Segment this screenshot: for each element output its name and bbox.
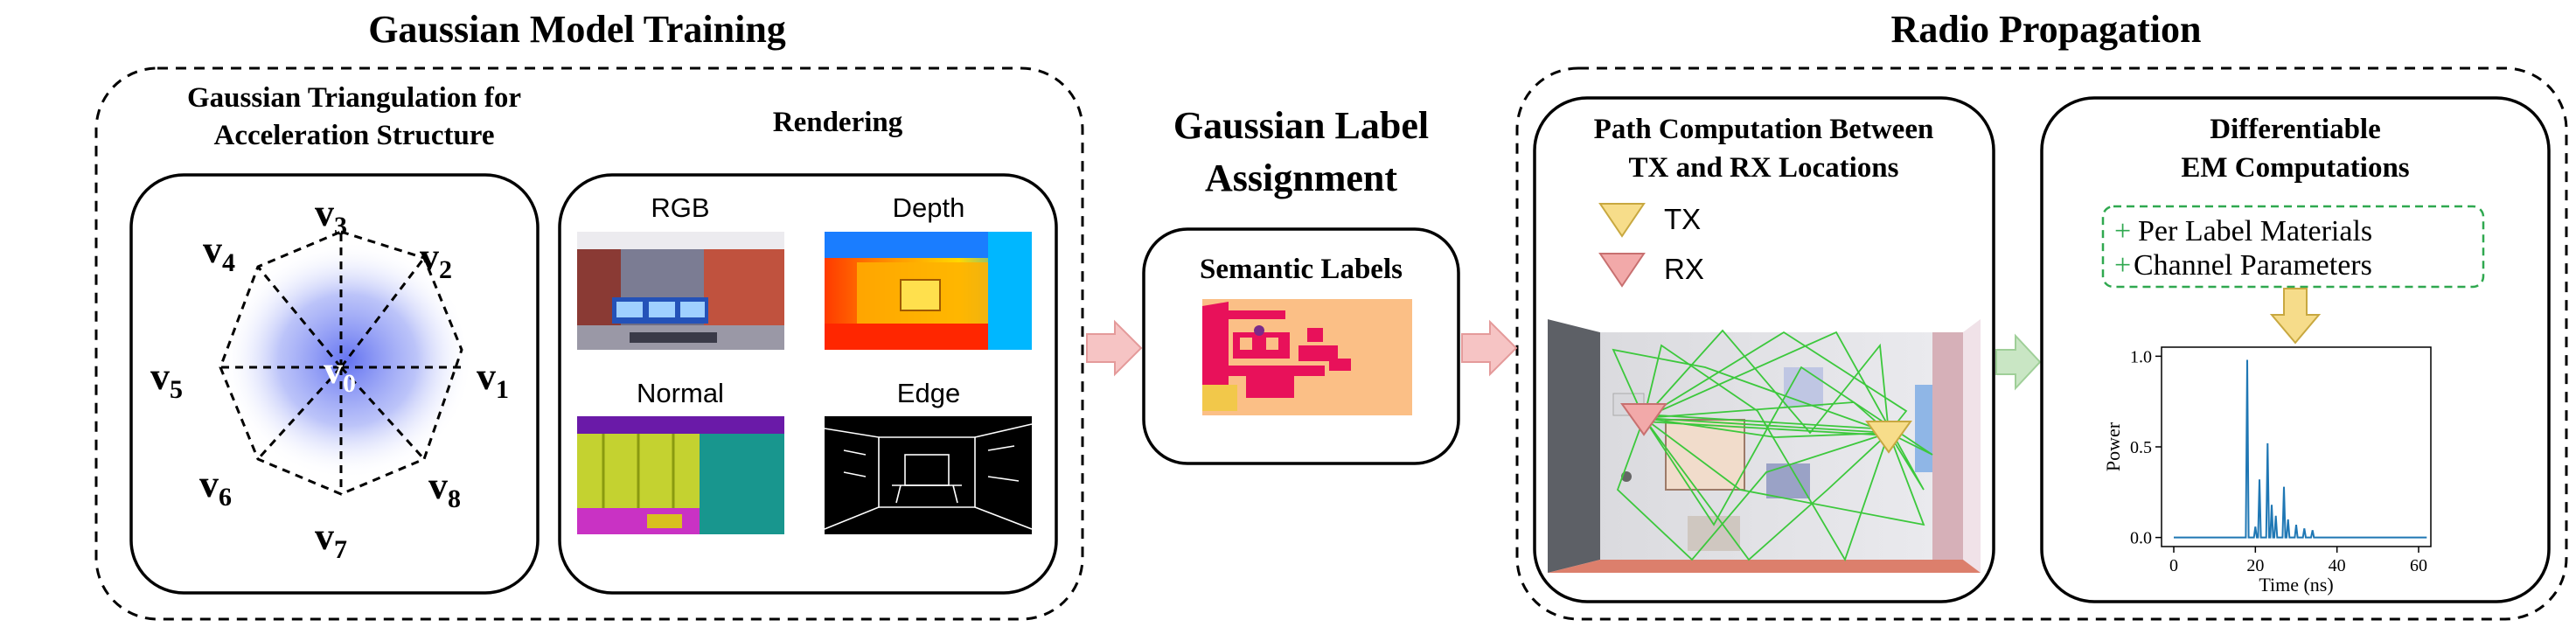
depth-image — [825, 232, 1032, 350]
x-tick-label: 20 — [2246, 556, 2264, 575]
plus-icon-2: + — [2114, 249, 2131, 282]
y-tick-label: 0.5 — [2130, 438, 2152, 457]
chart-ylabel: Power — [2102, 421, 2124, 471]
power-delay-chart: 0 20 40 60 0.0 0.5 1.0 Time (ns) Power — [2102, 346, 2432, 596]
y-tick-label: 0.0 — [2130, 529, 2152, 548]
triangulation-title-line2: Acceleration Structure — [213, 120, 494, 151]
vertex-v6: v6 — [199, 463, 232, 512]
power-series-line — [2174, 359, 2427, 539]
arrow-to-em — [1995, 333, 2042, 391]
rx-marker-scene — [1620, 403, 1667, 436]
gaussian-octagon — [219, 230, 473, 496]
tx-marker-scene — [1865, 421, 1912, 454]
em-inputs-box — [2101, 205, 2485, 289]
propagation-paths — [1612, 329, 1933, 562]
plus-icon-1: + — [2114, 215, 2131, 247]
semantic-labels-title: Semantic Labels — [1200, 254, 1403, 285]
training-title: Gaussian Model Training — [368, 8, 786, 51]
rx-legend-marker — [1598, 253, 1646, 288]
em-item-materials: Per Label Materials — [2138, 215, 2372, 247]
vertex-v1: v1 — [477, 355, 509, 404]
tx-legend-label: TX — [1664, 203, 1701, 235]
x-tick-label: 0 — [2169, 556, 2178, 575]
label-assignment-title-line1: Gaussian Label — [1173, 104, 1429, 147]
triangulation-edges — [219, 230, 463, 496]
panel-label-rgb: RGB — [651, 192, 709, 223]
em-title-line1: Differentiable — [2210, 114, 2381, 145]
vertex-v8: v8 — [428, 464, 461, 513]
x-tick-label: 40 — [2329, 556, 2346, 575]
rendering-title: Rendering — [773, 107, 903, 138]
propagation-title: Radio Propagation — [1891, 8, 2202, 51]
chart-xlabel: Time (ns) — [2259, 574, 2333, 596]
path-computation-title-line1: Path Computation Between — [1594, 114, 1934, 145]
edge-image — [824, 416, 1033, 534]
path-computation-title-line2: TX and RX Locations — [1629, 152, 1899, 184]
vertex-v3: v3 — [315, 192, 347, 240]
normal-image — [577, 416, 784, 534]
em-item-channel: Channel Parameters — [2134, 249, 2372, 282]
vertex-v7: v7 — [315, 515, 347, 564]
rx-legend-label: RX — [1664, 253, 1704, 285]
panel-label-edge: Edge — [897, 378, 960, 408]
vertex-v0: v0 — [324, 349, 356, 398]
floorplan-scene — [1548, 319, 1981, 573]
vertex-v5: v5 — [150, 355, 183, 404]
tx-legend-marker — [1598, 203, 1646, 238]
vertex-labels: v0 v1 v2 v3 v4 v5 v6 v7 v8 — [150, 192, 509, 564]
label-assignment-title-line2: Assignment — [1205, 157, 1397, 199]
vertex-v2: v2 — [420, 235, 452, 284]
training-container — [94, 66, 1084, 621]
chart-frame — [2161, 346, 2432, 547]
vertex-v4: v4 — [203, 228, 235, 277]
panel-label-normal: Normal — [637, 378, 724, 408]
x-tick-label: 60 — [2410, 556, 2427, 575]
semantic-labels-image — [1202, 299, 1412, 415]
y-tick-label: 1.0 — [2130, 347, 2152, 366]
arrow-to-label-assignment — [1086, 319, 1143, 377]
rgb-image — [577, 232, 784, 350]
arrow-to-plot — [2269, 288, 2322, 345]
arrow-to-propagation — [1461, 319, 1518, 377]
em-title-line2: EM Computations — [2181, 152, 2409, 184]
panel-label-depth: Depth — [893, 192, 965, 223]
triangulation-title-line1: Gaussian Triangulation for — [187, 82, 521, 114]
propagation-container — [1515, 66, 2568, 621]
